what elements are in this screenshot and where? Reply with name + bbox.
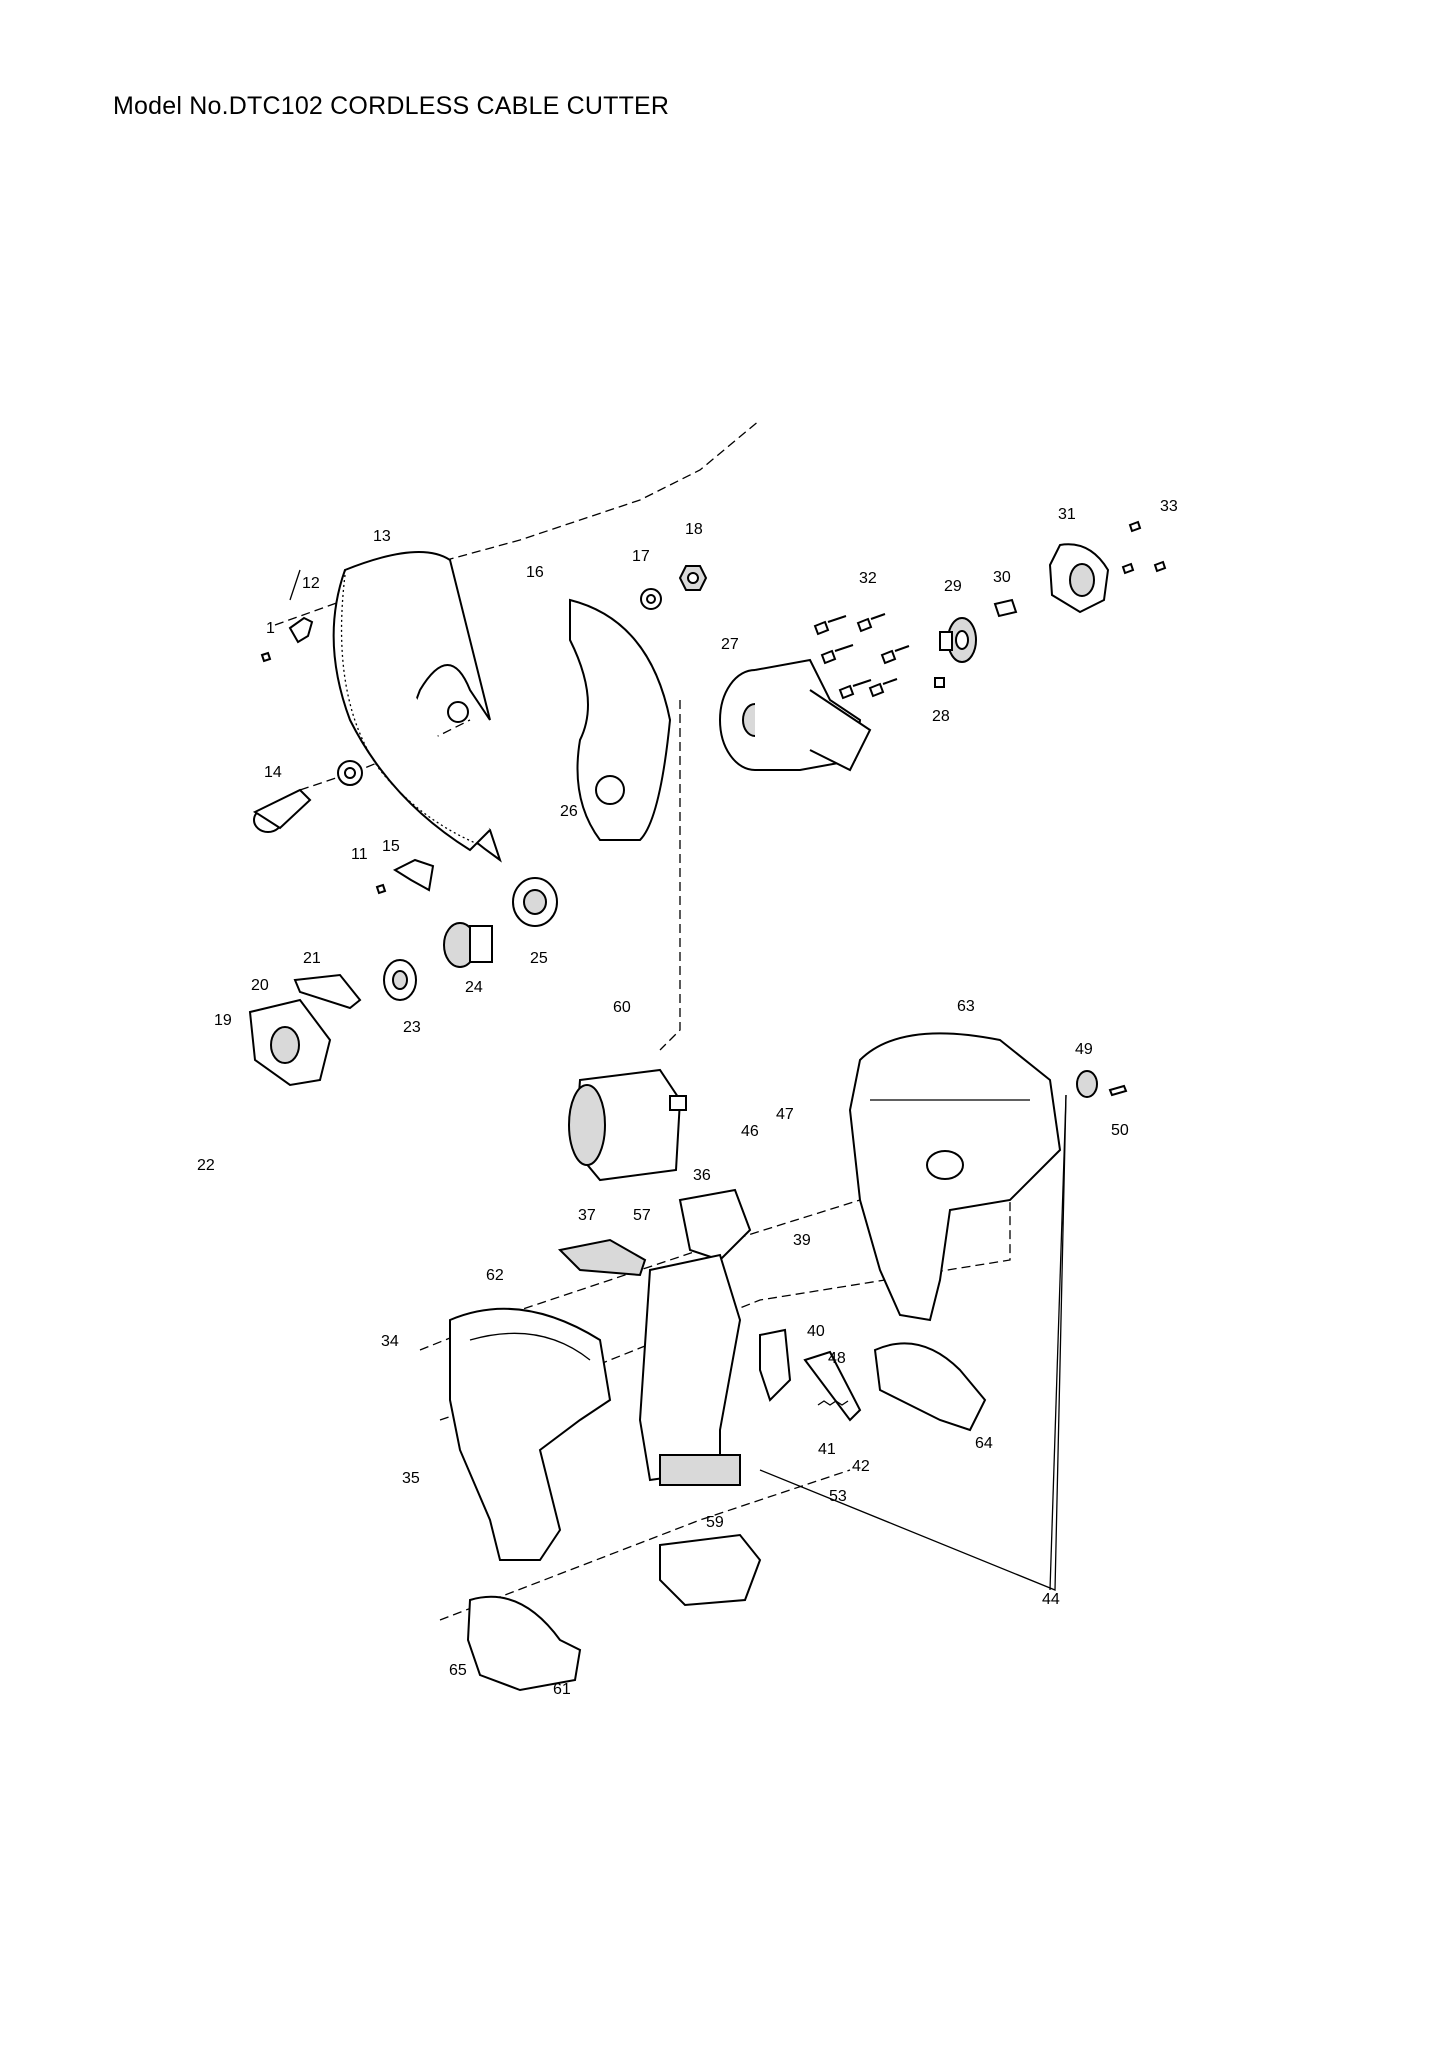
callout-53: 53 <box>829 1488 847 1505</box>
part-24-pinion <box>443 922 493 968</box>
callout-17: 17 <box>632 548 650 565</box>
callout-1: 1 <box>266 620 275 637</box>
callout-29: 29 <box>944 578 962 595</box>
callout-12: 12 <box>302 575 320 592</box>
screws <box>260 520 1167 895</box>
part-12-clip <box>288 616 314 644</box>
callout-44: 44 <box>1042 1591 1060 1608</box>
callout-25: 25 <box>530 950 548 967</box>
callout-26: 26 <box>560 803 578 820</box>
part-13-blade <box>332 551 502 863</box>
part-62-housing <box>449 1307 612 1561</box>
callout-27: 27 <box>721 636 739 653</box>
callout-62: 62 <box>486 1267 504 1284</box>
callout-37: 37 <box>578 1207 596 1224</box>
part-49-gear <box>1076 1070 1098 1098</box>
callout-11: 11 <box>351 846 368 863</box>
callout-64: 64 <box>975 1435 993 1452</box>
callout-36: 36 <box>693 1167 711 1184</box>
callout-33: 33 <box>1160 498 1178 515</box>
callout-48: 48 <box>828 1350 846 1367</box>
part-31-bracket <box>1048 543 1110 614</box>
part-30-plate <box>993 598 1018 618</box>
part-36-cover <box>678 1188 752 1262</box>
callout-63: 63 <box>957 998 975 1015</box>
part-41-spring <box>817 1400 849 1406</box>
callout-16: 16 <box>526 564 544 581</box>
part-21-plate <box>293 973 362 1010</box>
callout-59: 59 <box>706 1514 724 1531</box>
callout-24: 24 <box>465 979 483 996</box>
part-14-knob <box>252 760 363 833</box>
callout-60: 60 <box>613 999 631 1016</box>
callout-35: 35 <box>402 1470 420 1487</box>
part-61-battery-cover <box>466 1595 582 1692</box>
callout-20: 20 <box>251 977 269 994</box>
part-18-nut <box>678 565 708 591</box>
part-59-terminal <box>659 1533 762 1607</box>
callout-57: 57 <box>633 1207 651 1224</box>
callout-14: 14 <box>264 764 282 781</box>
part-20-holder <box>248 998 332 1087</box>
callout-30: 30 <box>993 569 1011 586</box>
part-48-lever <box>803 1350 862 1422</box>
callout-labels: 1 11 12 13 14 15 16 17 18 19 20 21 22 23… <box>197 498 1178 1698</box>
part-16-side-plate <box>569 598 672 841</box>
part-57-switch-assembly <box>638 1253 742 1486</box>
part-15-clip <box>392 858 435 892</box>
callout-41: 41 <box>818 1441 836 1458</box>
callout-13: 13 <box>373 528 391 545</box>
part-64-cover <box>873 1342 987 1432</box>
part-27-gear-housing <box>719 658 872 772</box>
callout-28: 28 <box>932 708 950 725</box>
callout-31: 31 <box>1058 506 1076 523</box>
callout-50: 50 <box>1111 1122 1129 1139</box>
callout-23: 23 <box>403 1019 421 1036</box>
callout-22: 22 <box>197 1157 215 1174</box>
callout-40: 40 <box>807 1323 825 1340</box>
part-60-motor <box>568 1068 687 1182</box>
callout-65: 65 <box>449 1662 467 1679</box>
callout-46: 46 <box>741 1123 759 1140</box>
callout-19: 19 <box>214 1012 232 1029</box>
part-37-grille <box>557 1238 647 1277</box>
callout-21: 21 <box>303 950 321 967</box>
callout-18: 18 <box>685 521 703 538</box>
part-63-housing <box>848 1032 1062 1322</box>
callout-61: 61 <box>553 1681 571 1698</box>
callout-39: 39 <box>793 1232 811 1249</box>
callout-42: 42 <box>852 1458 870 1475</box>
part-50-pin <box>1108 1084 1128 1097</box>
callout-15: 15 <box>382 838 400 855</box>
part-29-gear <box>939 617 977 663</box>
callout-32: 32 <box>859 570 877 587</box>
part-17-washer <box>640 588 662 610</box>
callout-47: 47 <box>776 1106 794 1123</box>
callout-34: 34 <box>381 1333 399 1350</box>
part-40-trigger <box>759 1328 792 1402</box>
part-23-bearing <box>383 959 417 1001</box>
page-title: Model No.DTC102 CORDLESS CABLE CUTTER <box>113 92 670 120</box>
callout-49: 49 <box>1075 1041 1093 1058</box>
part-25-bearing <box>512 877 558 927</box>
